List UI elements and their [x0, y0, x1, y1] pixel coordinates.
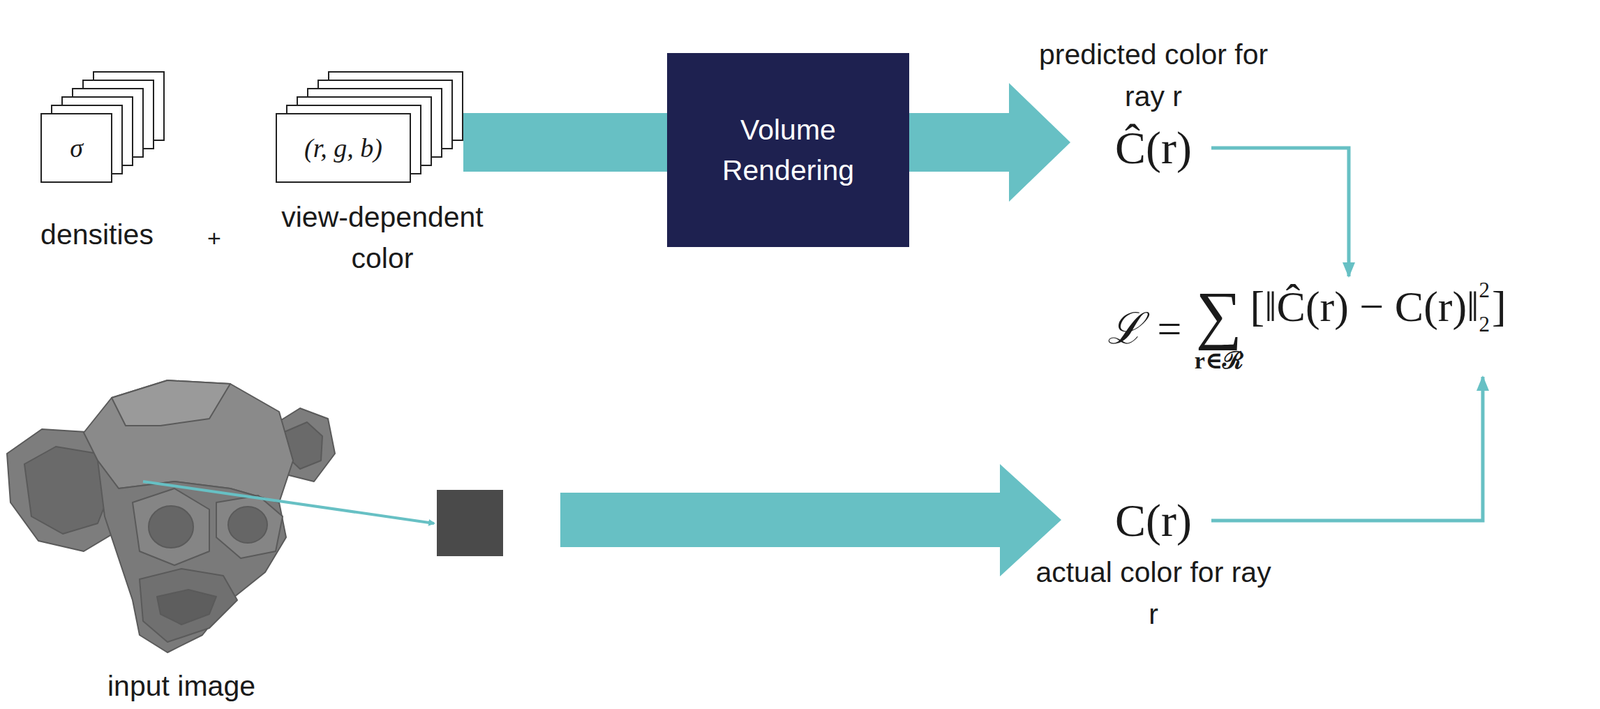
big-arrow-shaft — [463, 113, 689, 172]
loss-formula: ℒ =∑r∈ℛ[‖Ĉ(r) − C(r)‖22] — [1107, 280, 1507, 373]
norm-subscript: 2 — [1479, 313, 1491, 335]
sheet-stack: σdensities — [40, 71, 165, 183]
connector-line — [1211, 147, 1349, 277]
image-caption: input image — [41, 669, 321, 703]
sheet-label: (r, g, b) — [304, 132, 383, 164]
color-heading: predicted color for ray r — [1031, 33, 1276, 118]
sheet-caption: densities — [0, 214, 202, 256]
process-box: Volume Rendering — [667, 53, 910, 248]
sum-sign: ∑ — [1195, 280, 1243, 349]
sum-index: r∈ℛ — [1194, 348, 1244, 373]
big-arrow — [560, 464, 1062, 577]
sheet-label: σ — [69, 132, 84, 164]
color-symbol: C(r) — [1112, 492, 1195, 549]
process-label: Volume Rendering — [697, 109, 880, 191]
sum-column: ∑r∈ℛ — [1194, 280, 1244, 373]
big-arrow — [909, 83, 1071, 202]
plus-sign: + — [202, 224, 227, 252]
formula-body: [‖Ĉ(r) − C(r)‖ — [1250, 281, 1480, 332]
actual-color: C(r)actual color for ray r — [1112, 492, 1195, 549]
sheet-stack: (r, g, b)view-dependent color — [275, 71, 464, 183]
color-caption: actual color for ray r — [1031, 551, 1276, 635]
formula-close: ] — [1491, 281, 1507, 332]
connector-line — [1211, 376, 1483, 521]
pixel-square — [436, 489, 504, 557]
front-sheet: (r, g, b) — [275, 113, 411, 183]
norm-scripts: 22 — [1479, 279, 1491, 335]
color-symbol: Ĉ(r) — [1112, 120, 1195, 176]
front-sheet: σ — [40, 113, 113, 183]
sheet-caption: view-dependent color — [263, 196, 502, 280]
monkey-head — [6, 380, 335, 653]
predicted-color: Ĉ(r)predicted color for ray r — [1112, 120, 1195, 176]
formula-row: ℒ =∑r∈ℛ[‖Ĉ(r) − C(r)‖22] — [1107, 280, 1507, 373]
formula-lhs: ℒ = — [1107, 297, 1184, 356]
norm-power: 2 — [1479, 279, 1491, 301]
camera-ray — [143, 481, 435, 524]
